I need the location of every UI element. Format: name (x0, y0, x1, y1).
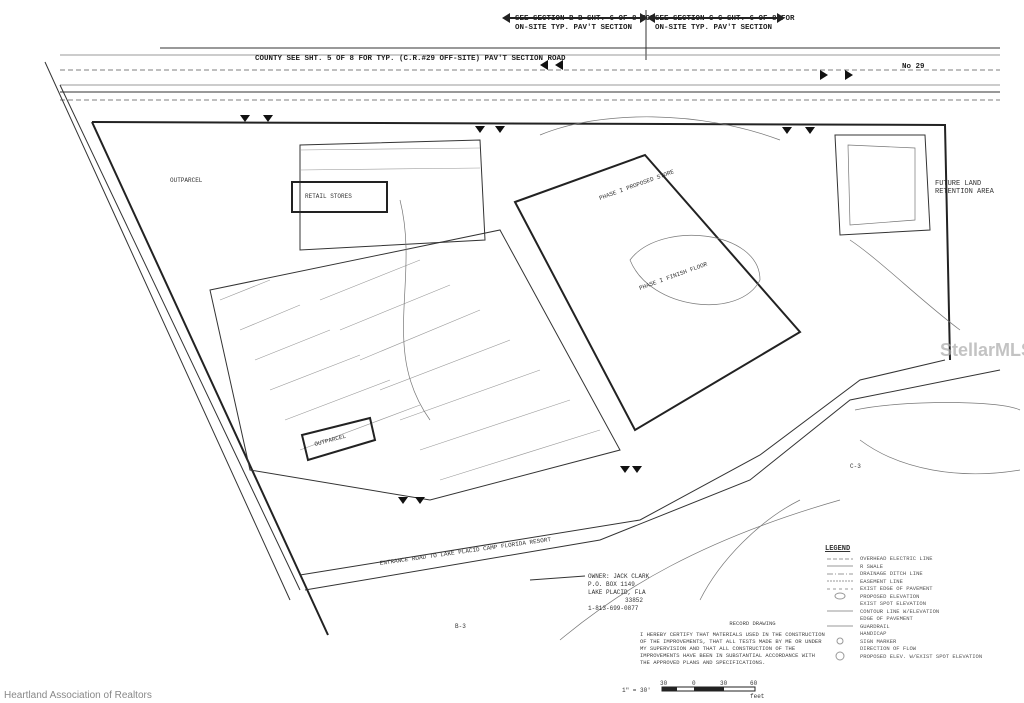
section-cc-note-2: ON-SITE TYP. PAV'T SECTION (655, 24, 772, 32)
phase1-floor-label: PHASE I FINISH FLOOR (638, 261, 708, 292)
flow-arrows (240, 60, 853, 504)
watermark-heartland: Heartland Association of Realtors (4, 690, 152, 701)
legend-item: SIGN MARKER (860, 638, 897, 645)
svg-text:60: 60 (750, 680, 758, 687)
outparcel-sw-label: OUTPARCEL (314, 433, 347, 448)
sheet-b3-label: B-3 (455, 623, 466, 630)
legend-item: EDGE OF PAVEMENT (860, 615, 913, 622)
legend-item: R SWALE (860, 563, 884, 570)
legend-item: EASEMENT LINE (860, 578, 903, 585)
legend: LEGEND OVERHEAD ELECTRIC LINE R SWALE DR… (825, 545, 1000, 663)
phase1-store-building (513, 153, 802, 432)
section-arrows (502, 10, 785, 60)
legend-symbols (827, 558, 853, 661)
retention-area (834, 134, 931, 236)
property-boundary (44, 61, 1001, 636)
legend-item: CONTOUR LINE W/ELEVATION (860, 608, 940, 615)
county-road-29 (60, 47, 1000, 101)
legend-item: GUARDRAIL (860, 623, 890, 630)
future-land-label: FUTURE LAND RETENTION AREA (935, 180, 994, 196)
contour-lines (399, 116, 1021, 641)
section-bb-note-2: ON-SITE TYP. PAV'T SECTION (515, 24, 632, 32)
county-road-label: COUNTY SEE SHT. 5 OF 8 FOR TYP. (C.R.#29… (255, 55, 566, 63)
section-cc-note: SEE SECTION C-C SHT. 6 OF 8 FOR (655, 15, 795, 23)
record-drawing: RECORD DRAWING I HEREBY CERTIFY THAT MAT… (640, 620, 825, 666)
svg-text:feet: feet (750, 693, 764, 700)
svg-text:0: 0 (692, 680, 696, 687)
svg-text:P.O. BOX 1149: P.O. BOX 1149 (588, 581, 635, 588)
record-drawing-body: I HEREBY CERTIFY THAT MATERIALS USED IN … (640, 631, 825, 666)
legend-item: DRAINAGE DITCH LINE (860, 570, 923, 577)
scale-label: 1" = 30' (622, 687, 651, 694)
svg-text:LAKE PLACID, FLA: LAKE PLACID, FLA (588, 589, 646, 596)
svg-text:OWNER: JACK CLARK: OWNER: JACK CLARK (588, 573, 650, 580)
legend-title: LEGEND (825, 545, 851, 553)
svg-text:30: 30 (660, 680, 668, 687)
legend-item: OVERHEAD ELECTRIC LINE (860, 555, 933, 562)
retail-stores-label: RETAIL STORES (305, 193, 352, 200)
record-drawing-title: RECORD DRAWING (729, 620, 776, 627)
legend-item: EXIST EDGE OF PAVEMENT (860, 585, 933, 592)
outparcel-sw-building (300, 416, 377, 462)
legend-item: DIRECTION OF FLOW (860, 645, 917, 652)
outparcel-nw-label: OUTPARCEL (170, 177, 203, 184)
owner-block: OWNER: JACK CLARK P.O. BOX 1149 LAKE PLA… (529, 573, 650, 612)
scale-bar: 1" = 30' 30 0 30 60 feet (622, 680, 764, 700)
legend-item: PROPOSED ELEVATION (860, 593, 920, 600)
road-number: No 29 (902, 63, 925, 71)
svg-text:1-813-699-0877: 1-813-699-0877 (588, 605, 639, 612)
retail-stores-building (291, 181, 388, 213)
legend-item: PROPOSED ELEV. W/EXIST SPOT ELEVATION (860, 653, 983, 660)
watermark-stellarmls: StellarMLS (940, 340, 1024, 360)
phase1-store-label: PHASE I PROPOSED STORE (598, 168, 675, 202)
section-bb-note: SEE SECTION B-B SHT. 6 OF 8 FOR (515, 15, 655, 23)
parking-lot (209, 139, 621, 501)
svg-text:30: 30 (720, 680, 728, 687)
svg-text:33852: 33852 (625, 597, 643, 604)
sheet-c3-label: C-3 (850, 463, 861, 470)
legend-item: EXIST SPOT ELEVATION (860, 600, 927, 607)
legend-item: HANDICAP (860, 630, 887, 637)
